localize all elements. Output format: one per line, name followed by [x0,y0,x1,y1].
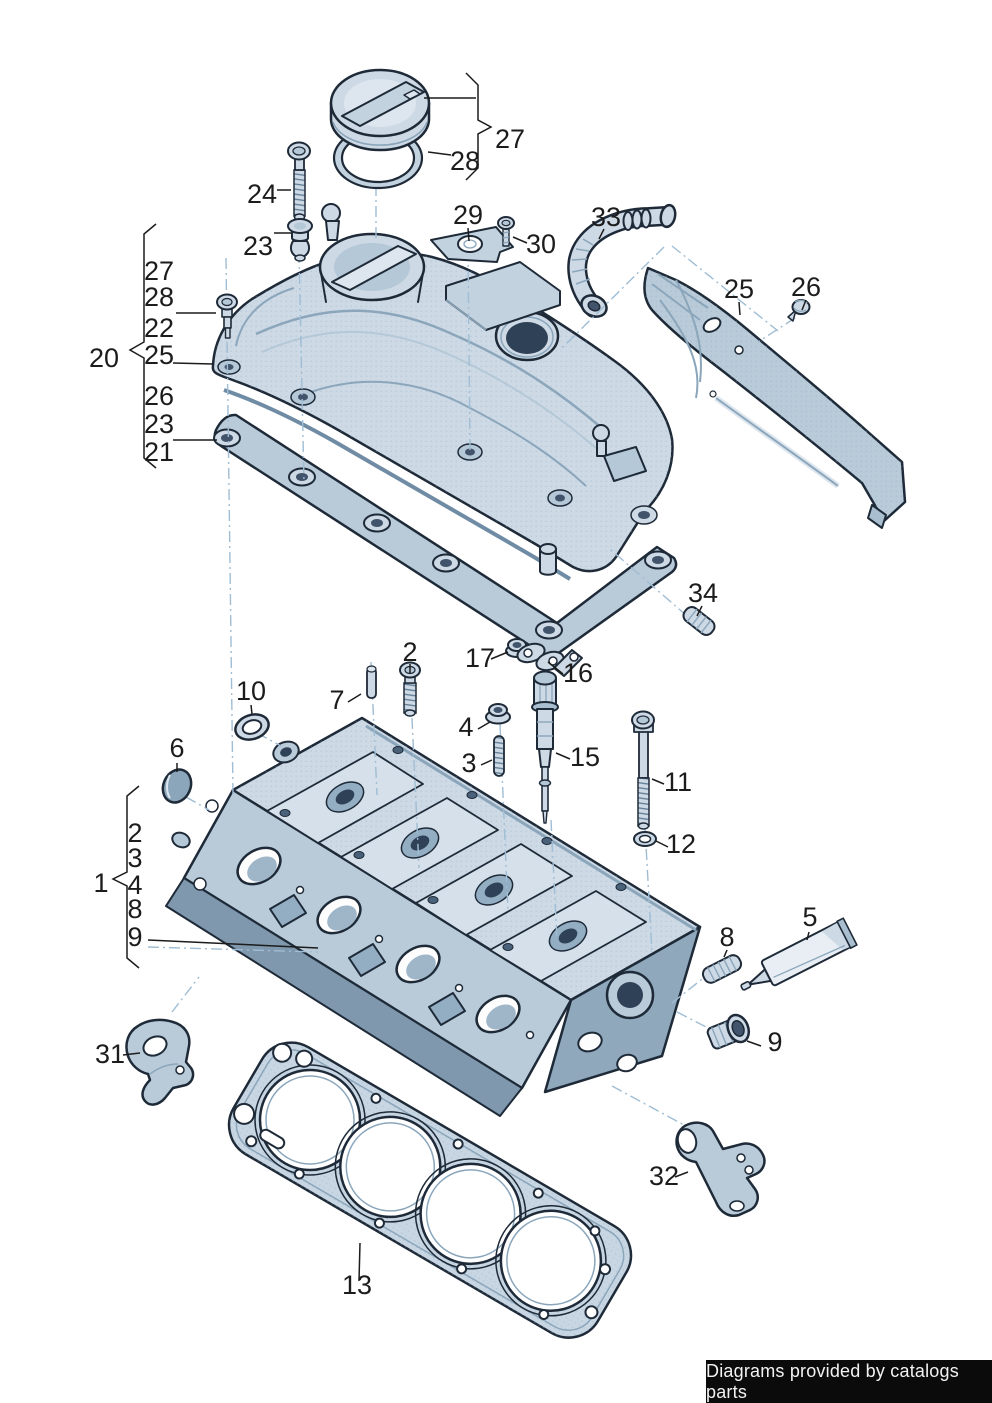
cover-group-item: 28 [144,282,174,312]
callout-dowel-sleeve: 34 [688,578,718,608]
callout-head-bolt: 11 [664,767,692,797]
cover-group-item: 21 [144,437,174,467]
callout-stud: 3 [461,748,476,778]
cover-small-bolt [216,293,238,339]
plate-screw [497,216,515,247]
callout-seal-ring: 28 [450,146,480,176]
callout-flange-nut-upper: 17 [465,643,495,673]
injector [531,649,583,824]
shield-screw [787,299,811,322]
callout-sealant-tube: 5 [802,902,817,932]
cover-bolt [287,141,311,221]
callout-cover-group: 20 [89,343,119,373]
callout-cap-group: 27 [495,124,525,154]
sealing-cap [161,768,193,804]
breather-port [494,310,560,362]
dowel-pin [366,665,377,699]
cylinder-head [165,716,702,1117]
seal-washer [633,831,657,847]
head-bolt [631,710,655,830]
head-gasket [227,1041,633,1339]
construction-lines [147,185,796,1126]
camshaft-seal [234,713,270,741]
head-group-item: 4 [127,870,142,900]
footer-credit-bar: Diagrams provided by catalogs parts [706,1360,992,1403]
cover-gasket [213,413,678,657]
callout-labels: 27 28 24 23 29 30 33 25 26 20 27 28 22 2… [89,124,821,1300]
footer-credit-text: Diagrams provided by catalogs parts [706,1360,959,1402]
callout-screw-plug: 9 [767,1027,782,1057]
left-bracket [125,1018,195,1106]
callout-heat-shield: 25 [724,274,754,304]
right-bracket [675,1121,766,1217]
heat-shield [643,266,907,529]
cover-group-item: 26 [144,381,174,411]
callout-bolt-top: 24 [247,179,277,209]
right-stud [701,954,743,984]
cover-group-item: 25 [144,340,174,370]
vent-hose [567,203,677,318]
callout-flange-nut-lower: 4 [458,712,473,742]
cover-group-item: 27 [144,256,174,286]
callout-stud-right: 8 [719,922,734,952]
callout-sealing-cap: 6 [169,733,184,763]
callout-injector: 15 [570,742,600,772]
head-group-item: 9 [127,922,142,952]
filler-tower [318,203,426,303]
cover-group-item: 22 [144,313,174,343]
callout-bracket-right: 32 [649,1161,679,1191]
callout-dowel-pin: 7 [329,685,344,715]
dowel-sleeve [682,606,716,636]
callout-grommet-top: 23 [243,231,273,261]
callout-seal-washer: 12 [666,829,696,859]
callout-small-gasket: 16 [563,658,593,688]
small-gasket [516,642,565,672]
callout-cam-seal: 10 [236,676,266,706]
screw-plug [706,1013,751,1050]
leader-lines [111,72,810,1282]
callout-head-group: 1 [93,868,108,898]
callout-vent-hose: 33 [591,202,621,232]
valve-cover [211,203,674,581]
sealant-tube [740,917,858,991]
bracket-plate [430,226,514,263]
oil-filler-cap [329,68,431,152]
callout-bracket-left: 31 [95,1039,125,1069]
head-group-list: 2 3 4 8 9 [127,818,142,952]
cover-group-item: 23 [144,409,174,439]
lower-flange-nut [485,703,511,725]
stud [493,735,505,777]
cover-grommet [287,218,313,262]
callout-small-bolt: 2 [402,637,417,667]
head-group-item: 8 [127,894,142,924]
cover-group-list: 27 28 22 25 26 23 21 [144,256,174,467]
callout-shield-screw: 26 [791,272,821,302]
callout-bracket-plate: 29 [453,200,483,230]
callout-head-gasket: 13 [342,1270,372,1300]
head-group-item: 2 [127,818,142,848]
head-group-item: 3 [127,843,142,873]
callout-plate-screw: 30 [526,229,556,259]
